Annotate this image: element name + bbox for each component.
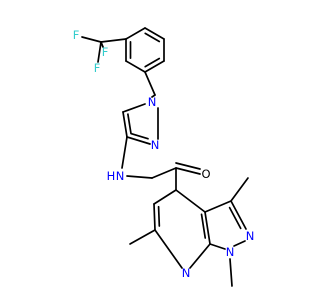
bond-benzene-4 [144,60,165,73]
bond-ring-1 [153,189,177,205]
bond-pyrazole-3 [126,136,151,145]
bond-ring-5 [204,211,211,245]
atom-n-pyrazole-1: N [148,95,157,109]
bond-c-o-1 [175,167,201,175]
bond-pyrazole-double-2 [130,132,149,140]
bond-c-f3 [97,41,102,63]
bond-nh-carbonyl [126,175,153,179]
atom-n-ring-1: N [226,245,235,259]
atom-n-pyrazole-2: N [151,138,160,152]
atom-f3: F [94,61,101,75]
bond-ring-double-2 [200,213,207,239]
bond-methyl-6 [129,229,156,245]
bond-ring-2 [153,203,156,231]
bond-benzene-5 [125,60,146,73]
bond-fused-2 [230,200,247,230]
atom-f2: F [102,45,109,59]
bond-fused-double [228,206,242,230]
bond-ring-4 [189,243,211,269]
atom-n-pyridine: N [182,266,191,280]
bond-fused-1 [204,200,232,213]
bond-benzyl-2 [151,94,156,98]
bond-ring-double-1 [157,205,161,227]
bond-pyrazole-2 [122,111,128,138]
atom-labels: F F F N N N H O N N N [73,28,255,280]
bond-carbonyl-c [151,167,177,179]
bond-pyrazole-1 [122,103,146,113]
atom-h-amide: H [107,169,116,183]
atom-n-amide: N [116,169,125,183]
bond-benzene-2 [144,27,165,40]
bond-pyrazole-nh [121,136,128,169]
atom-f1: F [73,28,80,42]
atom-n-ring-2: N [246,229,255,243]
bond-benzyl-1 [144,71,156,96]
bond-fused-4 [209,243,226,250]
bond-c-o-2 [175,162,201,170]
bond-pyrazole-double-1 [127,113,132,134]
molecule-structure: F F F N N N H O N N N [73,27,255,287]
bond-benzene-double-2 [144,57,161,68]
bond-ring-6 [175,189,206,213]
bond-benzene-1 [125,27,146,40]
bond-to-cf3 [100,38,127,43]
bond-fused-3 [233,240,246,247]
bond-benzene-double-1 [144,32,161,43]
bond-methyl-3 [230,177,249,202]
atom-o-carbonyl: O [201,167,210,181]
bond-methyl-1 [229,258,233,287]
bond-c-f1 [81,36,102,43]
bond-lines [81,27,249,287]
bond-ring-3 [154,229,183,269]
